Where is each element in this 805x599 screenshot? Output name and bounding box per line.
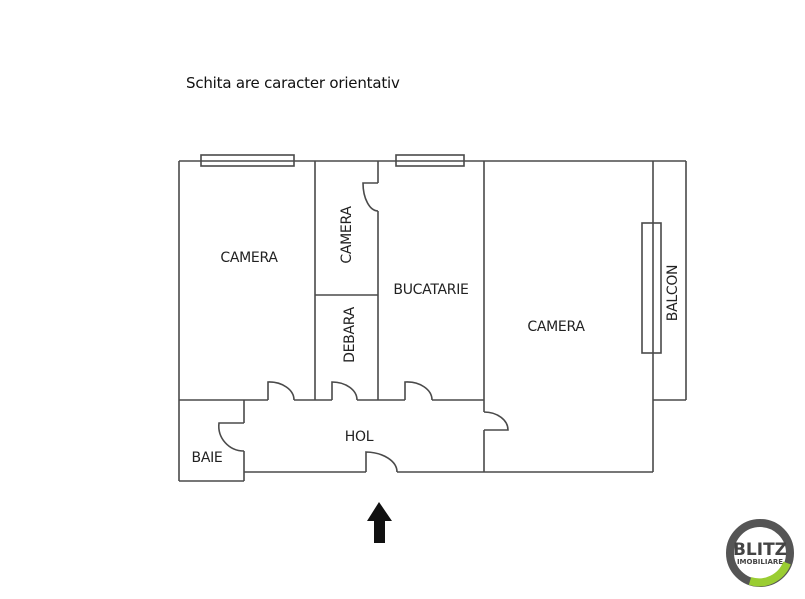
logo-accent-arc <box>748 561 791 587</box>
door-icon <box>404 381 433 401</box>
room-label-hol: HOL <box>345 429 374 445</box>
window-icon <box>200 154 295 167</box>
balcony-door-icon <box>641 222 662 354</box>
door-icon <box>267 381 295 401</box>
room-label-baie: BAIE <box>192 450 223 466</box>
door-icon <box>331 381 358 401</box>
window-icon <box>395 154 465 167</box>
blitz-logo: BLITZ IMOBILIARE <box>726 519 794 587</box>
room-label-balcon: BALCON <box>665 265 681 321</box>
door-icon <box>218 422 245 452</box>
logo-text-blitz: BLITZ <box>733 540 787 560</box>
disclaimer-note: Schita are caracter orientativ <box>186 74 400 92</box>
room-label-debara: DEBARA <box>342 306 358 362</box>
room-label-camera-1: CAMERA <box>220 250 278 266</box>
entrance-door-icon <box>365 451 398 473</box>
arrow-up-icon <box>367 502 392 543</box>
room-label-camera-2: CAMERA <box>339 206 355 264</box>
room-label-bucatarie: BUCATARIE <box>393 282 468 298</box>
door-icon <box>483 411 509 431</box>
door-icon <box>362 182 379 212</box>
room-label-camera-3: CAMERA <box>527 319 585 335</box>
logo-text-imobiliare: IMOBILIARE <box>737 558 783 566</box>
